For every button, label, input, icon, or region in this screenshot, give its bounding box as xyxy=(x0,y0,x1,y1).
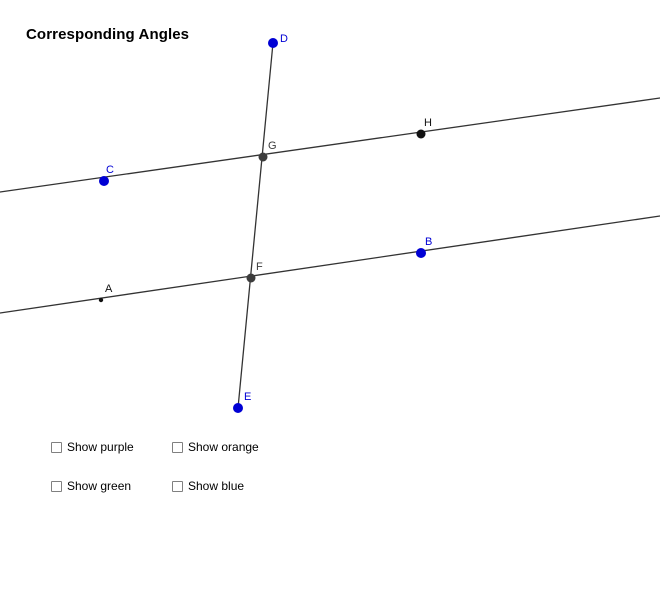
checkbox-label-show-orange: Show orange xyxy=(188,440,259,454)
point-c[interactable] xyxy=(99,176,109,186)
lines-group xyxy=(0,42,660,409)
checkbox-row-show-orange[interactable]: Show orange xyxy=(172,441,259,454)
point-f[interactable] xyxy=(246,273,256,283)
point-label-b: B xyxy=(425,236,433,248)
checkbox-label-show-green: Show green xyxy=(67,479,132,493)
point-label-e: E xyxy=(244,391,252,403)
point-label-c: C xyxy=(106,164,114,176)
checkbox-show-purple[interactable] xyxy=(51,442,62,453)
checkbox-label-show-purple: Show purple xyxy=(67,440,134,454)
transversal-line[interactable] xyxy=(237,42,274,409)
checkbox-row-show-purple[interactable]: Show purple xyxy=(51,441,134,454)
checkbox-row-show-blue[interactable]: Show blue xyxy=(172,480,244,493)
point-label-h: H xyxy=(424,117,432,129)
point-b[interactable] xyxy=(416,248,426,258)
point-h[interactable] xyxy=(416,129,426,139)
point-a[interactable] xyxy=(98,297,104,303)
point-e[interactable] xyxy=(233,403,243,413)
point-label-g: G xyxy=(268,140,277,152)
points-group xyxy=(98,38,426,413)
upper-parallel-line[interactable] xyxy=(0,97,660,193)
checkbox-row-show-green[interactable]: Show green xyxy=(51,480,131,493)
page-title: Corresponding Angles xyxy=(26,26,190,43)
point-label-a: A xyxy=(105,283,113,295)
point-d[interactable] xyxy=(268,38,278,48)
checkbox-show-blue[interactable] xyxy=(172,481,183,492)
point-label-f: F xyxy=(256,261,263,273)
checkbox-label-show-blue: Show blue xyxy=(188,479,245,493)
checkbox-show-orange[interactable] xyxy=(172,442,183,453)
lower-parallel-line[interactable] xyxy=(0,215,660,314)
point-label-d: D xyxy=(280,33,288,45)
point-g[interactable] xyxy=(258,152,268,162)
checkbox-show-green[interactable] xyxy=(51,481,62,492)
